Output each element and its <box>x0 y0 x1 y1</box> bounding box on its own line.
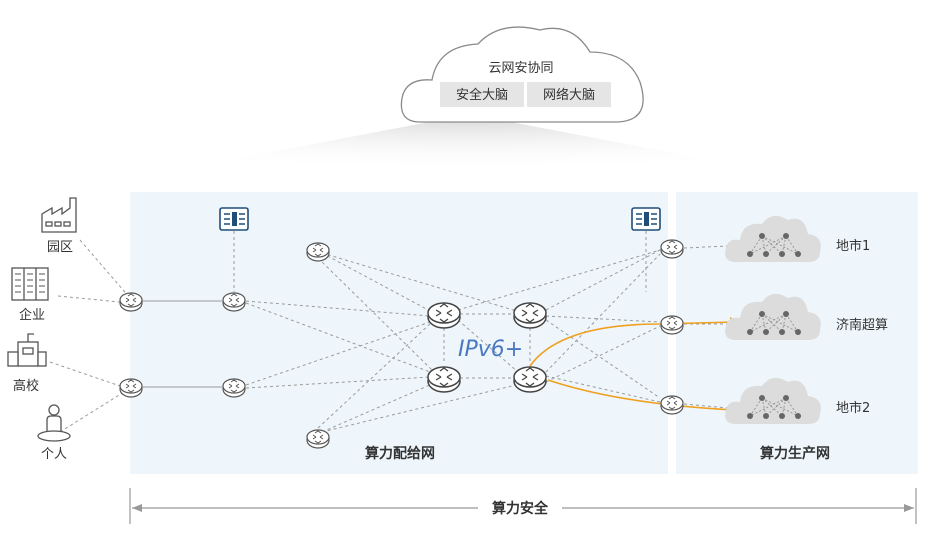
access-lines <box>142 300 222 388</box>
tab-security-bg <box>440 82 524 107</box>
router-icon-core-1 <box>427 302 461 329</box>
bottom-bracket <box>129 488 917 524</box>
router-icon-access-1 <box>119 292 143 312</box>
cloud-brain: 云网安协同 安全大脑 网络大脑 <box>400 26 644 123</box>
datacenter-label-jinan: 济南超算 <box>836 317 888 333</box>
datacenter-label-city2: 地市2 <box>836 400 870 416</box>
router-icon-core-2 <box>513 302 547 329</box>
ipv6-logo: IPv6+ <box>458 337 523 362</box>
router-icon-core-4 <box>513 366 547 393</box>
router-icon-edge-bottom <box>306 429 330 449</box>
ipv6-logo-text: IPv6+ <box>458 337 523 362</box>
distribution-zone <box>130 192 668 474</box>
tab-network-label: 网络大脑 <box>543 87 595 103</box>
mesh-links <box>233 231 729 433</box>
firewall-icon-right <box>631 207 661 231</box>
bottom-label: 算力安全 <box>492 500 549 517</box>
router-icon-dc-2 <box>660 315 684 335</box>
router-icon-core-3 <box>427 366 461 393</box>
firewall-icon-left <box>219 207 249 231</box>
router-icon-dc-3 <box>660 395 684 415</box>
router-icon-agg-1 <box>222 292 246 312</box>
zone-label-production: 算力生产网 <box>760 445 830 462</box>
building-icon <box>11 267 49 301</box>
zone-label-distribution: 算力配给网 <box>365 445 435 462</box>
school-icon <box>7 333 47 367</box>
tab-security-label: 安全大脑 <box>456 87 508 103</box>
router-icon-dc-1 <box>660 239 684 259</box>
cloud-beam <box>60 120 880 192</box>
cloud-title: 云网安协同 <box>488 61 553 76</box>
router-icon-agg-2 <box>222 378 246 398</box>
user-label-park: 园区 <box>47 240 73 255</box>
person-icon <box>37 404 71 442</box>
router-icon-access-2 <box>119 378 143 398</box>
tab-network-bg <box>527 82 611 107</box>
factory-icon <box>41 197 77 233</box>
user-label-university: 高校 <box>13 378 39 394</box>
datacenter-label-city1: 地市1 <box>836 238 870 254</box>
router-icon-edge-top <box>306 242 330 262</box>
user-label-enterprise: 企业 <box>19 307 45 323</box>
user-links <box>49 239 131 433</box>
user-label-individual: 个人 <box>41 447 67 462</box>
